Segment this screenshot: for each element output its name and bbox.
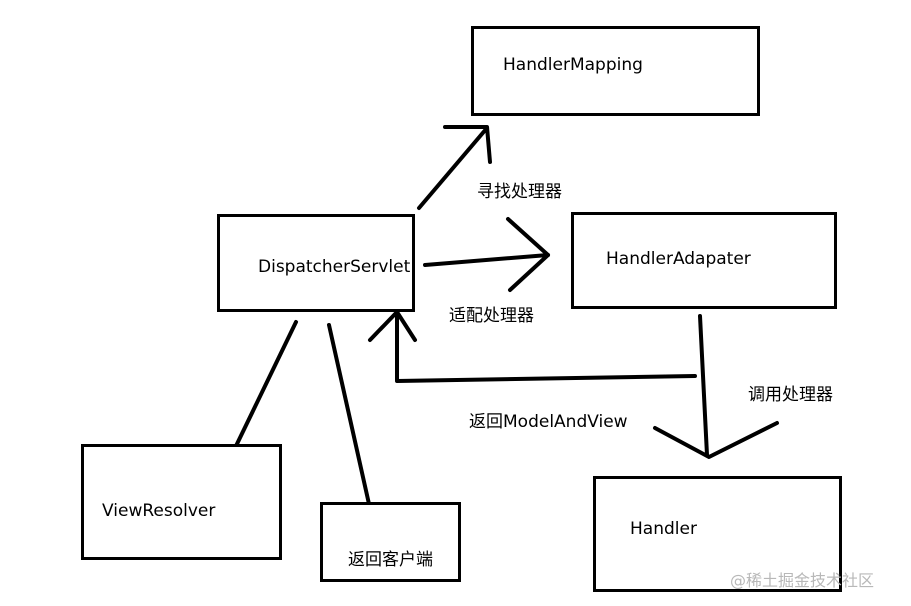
dispatcher-servlet-label: DispatcherServlet [258, 257, 411, 277]
arrow-head-handler-adapter [506, 217, 550, 292]
return-client-label: 返回客户端 [348, 550, 433, 570]
call-handler-label: 调用处理器 [748, 385, 833, 405]
handler-mapping-label: HandlerMapping [503, 55, 643, 75]
arrow-head-handler-mapping [443, 125, 492, 164]
handler-mapping-box: HandlerMapping [471, 26, 760, 116]
adapt-handler-label: 适配处理器 [449, 306, 534, 326]
arrow-to-handler-adapter [423, 253, 550, 267]
line-dispatcher-to-return-client [327, 323, 371, 506]
arrow-to-handler-mapping [417, 126, 489, 210]
handler-adapter-box: HandlerAdapater [571, 212, 837, 309]
find-handler-label: 寻找处理器 [477, 182, 562, 202]
dispatcher-servlet-box: DispatcherServlet [217, 214, 415, 312]
return-line-model-and-view [395, 310, 697, 383]
watermark-text: @稀土掘金技术社区 [730, 571, 875, 590]
return-model-and-view-label: 返回ModelAndView [469, 412, 628, 432]
arrow-head-handler [653, 421, 779, 459]
view-resolver-box: ViewResolver [81, 444, 282, 560]
handler-label: Handler [630, 519, 697, 539]
handler-adapter-label: HandlerAdapater [606, 249, 751, 269]
return-client-box: 返回客户端 [320, 502, 461, 582]
arrow-head-dispatcher-return [368, 310, 417, 342]
line-adapter-to-handler [698, 314, 709, 457]
line-dispatcher-to-view-resolver [234, 320, 298, 448]
handler-box: Handler [593, 476, 842, 592]
view-resolver-label: ViewResolver [102, 501, 216, 521]
